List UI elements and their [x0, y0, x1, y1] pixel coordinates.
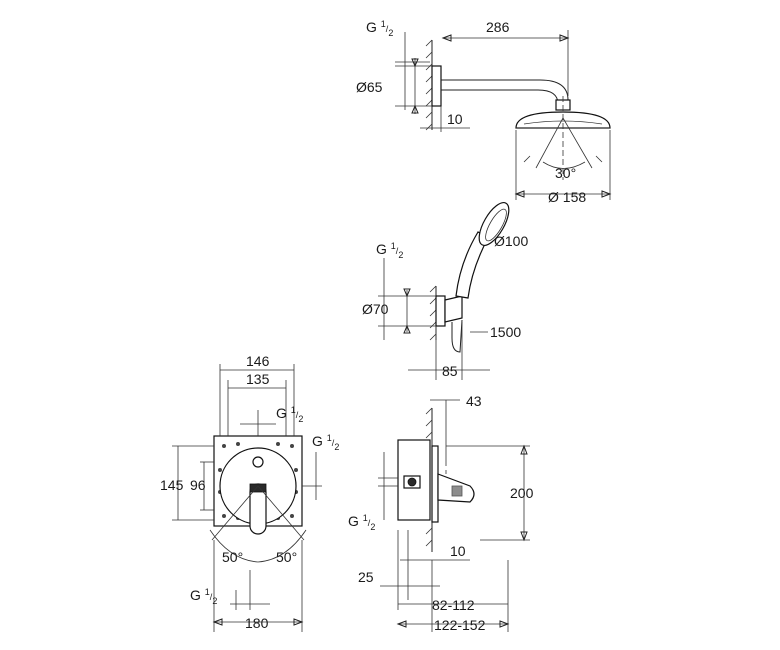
side-offset-label: 10 — [450, 543, 466, 559]
diverter-knob — [252, 456, 264, 468]
hand-shower-head — [478, 202, 510, 246]
arm-length-label: 286 — [486, 19, 510, 35]
side-height-label: 200 — [510, 485, 534, 501]
tilt-angle-label: 30° — [555, 165, 576, 181]
wall-hatch-hand — [429, 285, 437, 341]
side-plaster-depth-label: 25 — [358, 569, 374, 585]
hand-bracket — [444, 295, 463, 323]
mixer-height-outer-label: 145 — [160, 477, 184, 493]
mixer-angle-left-label: 50° — [222, 549, 243, 565]
wall-hatch-mixer — [425, 407, 433, 547]
mixer-width-inner-label: 135 — [246, 371, 270, 387]
mixer-width-base-label: 180 — [245, 615, 269, 631]
head-diameter-label: Ø 158 — [548, 189, 586, 205]
side-total-depth-label: 122-152 — [434, 617, 486, 633]
flange-diameter-label: Ø65 — [356, 79, 383, 95]
mixer-thread-top-label: G 1/2 — [276, 405, 303, 424]
hand-shower-view — [378, 202, 510, 380]
hand-thread-label: G 1/2 — [376, 241, 403, 260]
flange — [431, 65, 442, 107]
shower-arm — [441, 79, 569, 101]
cover-plate-side — [431, 445, 439, 523]
side-thread-label: G 1/2 — [348, 513, 375, 532]
bracket-diameter-label: Ø70 — [362, 301, 389, 317]
bracket-depth-label: 85 — [442, 363, 458, 379]
mixer-width-outer-label: 146 — [246, 353, 270, 369]
mixer-front-view — [172, 364, 322, 632]
hand-head-diameter-label: Ø100 — [494, 233, 528, 249]
mixer-angle-right-label: 50° — [276, 549, 297, 565]
hose-length-label: 1500 — [490, 324, 521, 340]
hand-bracket-flange — [435, 295, 446, 327]
mixer-height-inner-label: 96 — [190, 477, 206, 493]
wall-hatch — [425, 39, 433, 131]
mixer-thread-right-label: G 1/2 — [312, 433, 339, 452]
hose — [451, 319, 463, 353]
head-thread-label: G 1/2 — [366, 19, 393, 38]
mixer-side-view — [378, 399, 530, 632]
side-depth-top-label: 43 — [466, 393, 482, 409]
head-shower-view — [395, 30, 612, 200]
side-install-depth-label: 82-112 — [432, 597, 475, 613]
wall-offset-label: 10 — [447, 111, 463, 127]
mixer-thread-bottom-label: G 1/2 — [190, 587, 217, 606]
